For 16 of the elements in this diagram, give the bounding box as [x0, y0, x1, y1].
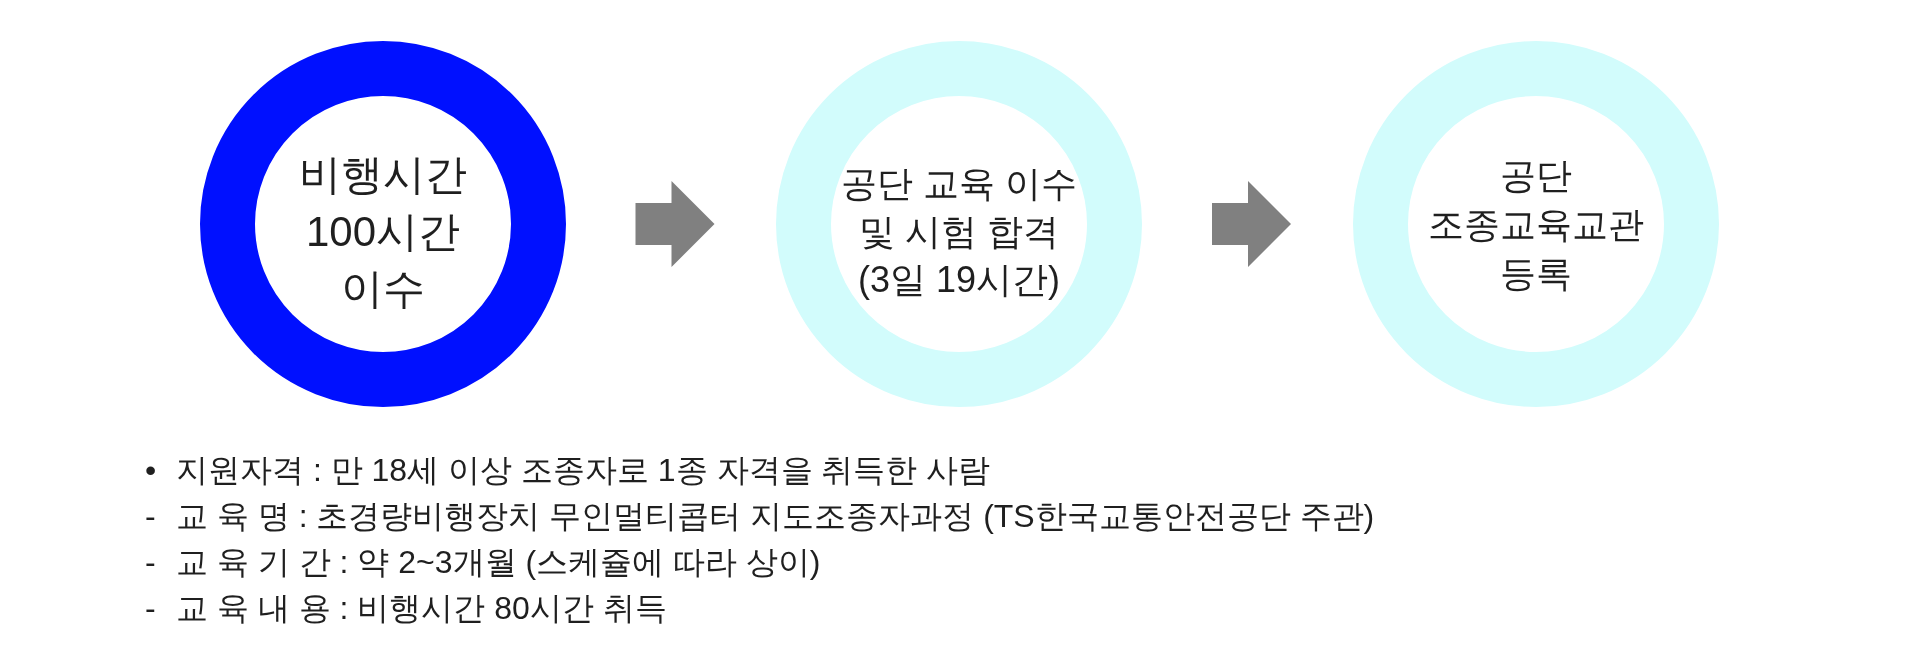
list-marker: -: [145, 497, 157, 536]
list-item-text: 교 육 기 간 : 약 2~3개월 (스케쥴에 따라 상이): [176, 543, 822, 582]
list-marker: •: [145, 451, 158, 490]
ring-node: [200, 41, 566, 407]
ring-node: [1353, 41, 1719, 407]
node-label: 비행시간 100시간 이수: [298, 149, 468, 314]
node-label: 공단 교육 이수 및 시험 합격 (3일 19시간): [840, 162, 1078, 302]
list-item-text: 지원자격 : 만 18세 이상 조종자로 1종 자격을 취득한 사람: [176, 451, 992, 490]
list-item-text: 교 육 명 : 초경량비행장치 무인멀티콥터 지도조종자과정 (TS한국교통안전공단 주관): [176, 497, 1375, 536]
list-marker: -: [145, 543, 157, 582]
block-arrow: [635, 181, 715, 267]
list-item-text: 교 육 내 용 : 비행시간 80시간 취득: [176, 589, 668, 628]
ring-node: [776, 41, 1142, 407]
node-label: 공단 조종교육교관 등록: [1427, 154, 1645, 296]
block-arrow: [1212, 181, 1291, 267]
list-marker: -: [145, 589, 157, 628]
